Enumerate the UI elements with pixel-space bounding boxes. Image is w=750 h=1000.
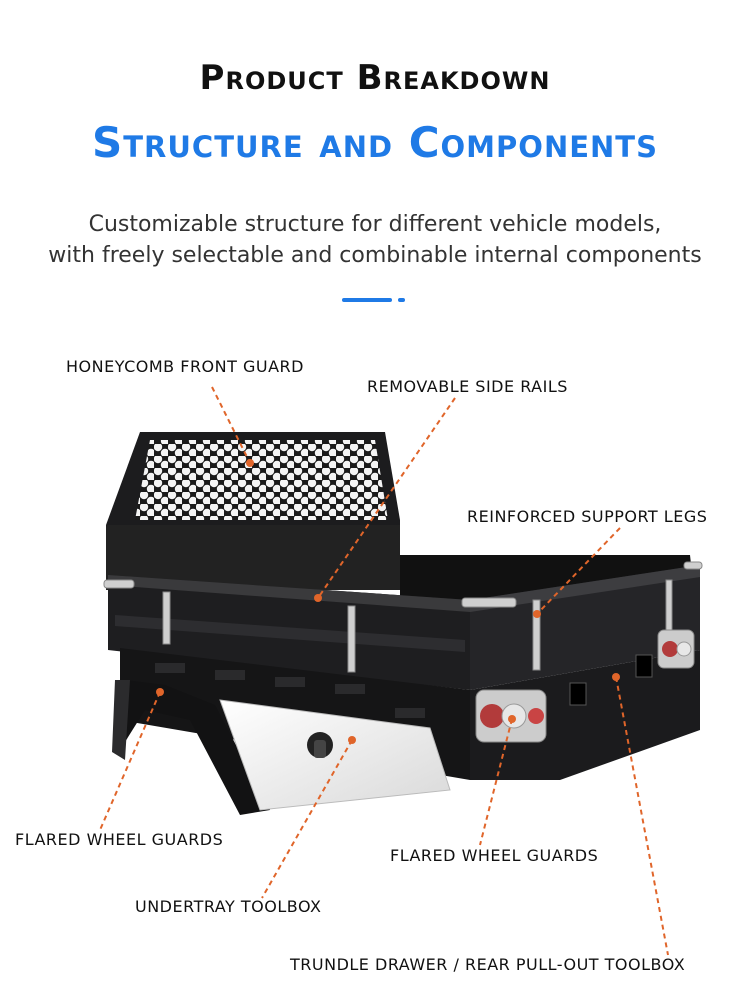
tail-light-right <box>657 629 695 669</box>
label-undertray-toolbox: UNDERTRAY TOOLBOX <box>135 897 322 916</box>
label-reinforced-support-legs: REINFORCED SUPPORT LEGS <box>467 507 708 526</box>
drawer-lock-1 <box>569 682 587 706</box>
rear-panel <box>470 650 700 780</box>
divider-dot <box>398 298 405 302</box>
leader-lines <box>99 386 669 956</box>
label-removable-side-rails: REMOVABLE SIDE RAILS <box>367 377 568 396</box>
divider-bar <box>342 298 392 302</box>
label-flared-wheel-guards-right: FLARED WHEEL GUARDS <box>390 846 599 865</box>
description-line-2: with freely selectable and combinable in… <box>48 243 702 268</box>
label-flared-wheel-guards-left: FLARED WHEEL GUARDS <box>15 830 224 849</box>
leader-dots <box>156 459 620 744</box>
drawer-lock-2 <box>635 654 653 678</box>
honeycomb-front-guard <box>106 432 400 590</box>
side-rail-left <box>108 575 470 690</box>
page-subtitle: Structure and Components <box>92 118 658 167</box>
support-leg <box>120 680 270 815</box>
label-trundle-drawer: TRUNDLE DRAWER / REAR PULL-OUT TOOLBOX <box>290 955 686 974</box>
label-honeycomb-front-guard: HONEYCOMB FRONT GUARD <box>66 357 304 376</box>
page-title: Product Breakdown <box>199 58 551 98</box>
description-line-1: Customizable structure for different veh… <box>88 212 662 237</box>
undertray-toolbox <box>219 699 451 811</box>
